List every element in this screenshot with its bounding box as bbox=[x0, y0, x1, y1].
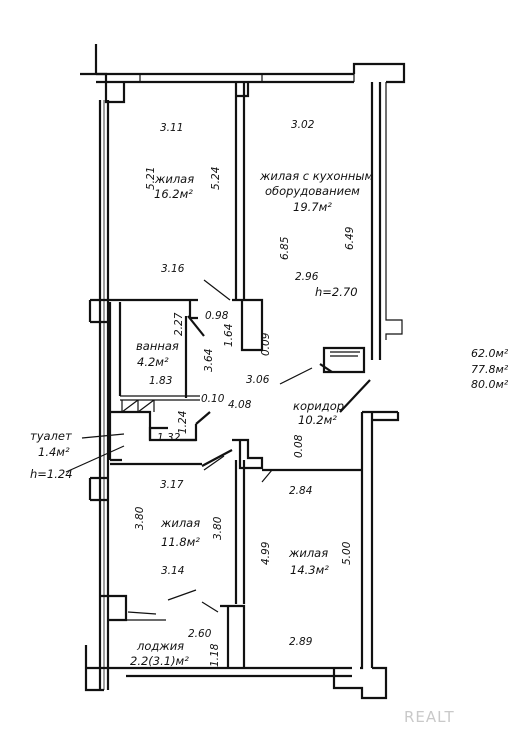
room-toilet-height: h=1.24 bbox=[30, 467, 73, 481]
dim-2-96: 2.96 bbox=[295, 271, 319, 283]
dim-2-60: 2.60 bbox=[188, 628, 212, 640]
dim-3-17: 3.17 bbox=[160, 479, 184, 491]
dim-3-14: 3.14 bbox=[161, 565, 184, 577]
room-corridor-name: коридор bbox=[293, 399, 344, 413]
room-living2-area: 19.7м² bbox=[293, 200, 332, 214]
dim-1-32: 1.32 bbox=[157, 432, 181, 444]
dim-1-24: 1.24 bbox=[177, 411, 189, 434]
room-corridor-area: 10.2м² bbox=[298, 413, 337, 427]
room-living4-area: 14.3м² bbox=[290, 563, 329, 577]
dim-3-80-right: 3.80 bbox=[212, 516, 224, 540]
dim-2-27: 2.27 bbox=[173, 312, 185, 336]
dim-4-08: 4.08 bbox=[228, 399, 252, 411]
dim-1-83: 1.83 bbox=[149, 375, 172, 387]
total-area-living: 62.0м² bbox=[471, 347, 509, 360]
room-living4-name: жилая bbox=[288, 546, 328, 560]
room-bath-name: ванная bbox=[136, 339, 179, 353]
dimension-labels: 3.11 3.02 5.21 5.24 6.85 6.49 3.16 2.96 … bbox=[134, 119, 356, 667]
dim-0-10: 0.10 bbox=[201, 393, 225, 405]
room-toilet-area: 1.4м² bbox=[38, 445, 70, 459]
dim-4-99: 4.99 bbox=[260, 541, 272, 565]
dim-3-06: 3.06 bbox=[246, 374, 270, 386]
watermark-logo: REALT bbox=[404, 708, 455, 726]
outer-walls bbox=[80, 44, 406, 700]
room-bath-area: 4.2м² bbox=[137, 355, 169, 369]
room-loggia-area: 2.2(3.1)м² bbox=[130, 654, 189, 668]
room-labels: жилая 16.2м² жилая с кухонным оборудован… bbox=[30, 169, 373, 668]
dim-2-84: 2.84 bbox=[289, 485, 312, 497]
dim-3-02: 3.02 bbox=[291, 119, 315, 131]
room-living2-name-line2: оборудованием bbox=[265, 184, 360, 198]
area-totals: 62.0м² 77.8м² 80.0м² bbox=[471, 347, 509, 391]
room-living1-name: жилая bbox=[154, 172, 194, 186]
room-living3-name: жилая bbox=[160, 516, 200, 530]
dim-5-24: 5.24 bbox=[210, 167, 222, 190]
dim-5-00: 5.00 bbox=[341, 541, 353, 565]
interior-walls bbox=[108, 82, 366, 668]
door-swings bbox=[65, 279, 313, 621]
room-living1-area: 16.2м² bbox=[154, 187, 193, 201]
dim-1-18: 1.18 bbox=[209, 643, 221, 667]
total-area-overall: 77.8м² bbox=[471, 363, 509, 376]
dim-3-16: 3.16 bbox=[161, 263, 185, 275]
room-living2-name-line1: жилая с кухонным bbox=[259, 169, 373, 183]
dim-0-98: 0.98 bbox=[205, 310, 229, 322]
dim-2-89: 2.89 bbox=[289, 636, 313, 648]
dim-3-11: 3.11 bbox=[160, 122, 183, 134]
dim-3-80-left: 3.80 bbox=[134, 506, 146, 530]
dim-6-85: 6.85 bbox=[279, 236, 291, 260]
dim-5-21: 5.21 bbox=[145, 167, 157, 190]
room-loggia-name: лоджия bbox=[136, 639, 184, 653]
ceiling-height-label: h=2.70 bbox=[315, 285, 358, 299]
dim-3-64: 3.64 bbox=[203, 349, 215, 372]
room-toilet-name: туалет bbox=[30, 429, 72, 443]
dim-6-49: 6.49 bbox=[344, 226, 356, 250]
dim-0-08: 0.08 bbox=[293, 434, 305, 458]
room-living3-area: 11.8м² bbox=[161, 535, 200, 549]
total-area-with-loggia: 80.0м² bbox=[471, 378, 509, 391]
dim-1-64: 1.64 bbox=[223, 324, 235, 347]
dim-0-09: 0.09 bbox=[260, 332, 272, 356]
